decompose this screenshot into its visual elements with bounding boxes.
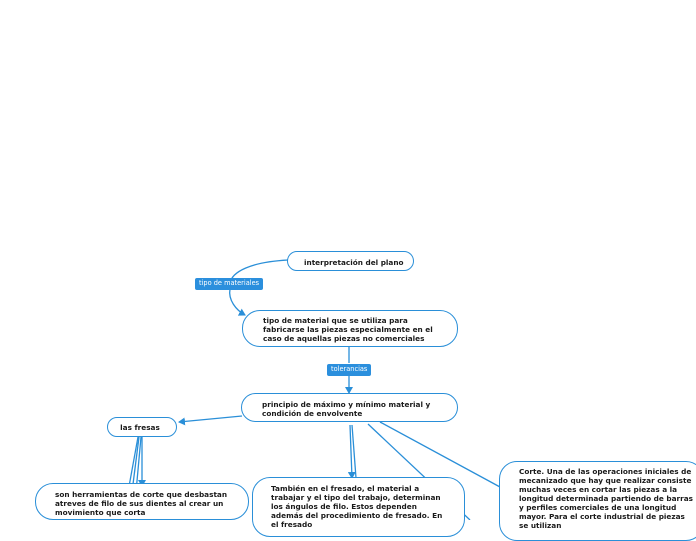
fresado-node[interactable]: También en el fresado, el material a tra… [252, 477, 465, 537]
tolerancias-label[interactable]: tolerancias [327, 364, 372, 376]
fresas-text: las fresas [120, 423, 160, 432]
connector-principio-to-fresado-1 [347, 424, 356, 479]
herramientas-text: son herramientas de corte que desbastan … [55, 490, 228, 517]
interpretacion-text: interpretación del plano [304, 258, 404, 267]
herramientas-node[interactable]: son herramientas de corte que desbastan … [35, 483, 249, 520]
connector-fresas-to-herramientas-1 [127, 436, 139, 493]
corte-node[interactable]: Corte. Una de las operaciones iniciales … [499, 461, 696, 541]
connector-label-to-tipo-material [229, 288, 246, 316]
principio-node[interactable]: principio de máximo y mínimo material y … [241, 393, 458, 422]
tipo-material-text: tipo de material que se utiliza para fab… [263, 316, 433, 343]
connector-fresas-to-herramientas-3 [135, 436, 142, 493]
tipo-materiales-label[interactable]: tipo de materiales [195, 278, 264, 290]
fresado-text: También en el fresado, el material a tra… [271, 484, 443, 529]
fresas-node[interactable]: las fresas [107, 417, 177, 437]
connector-fresas-to-herramientas-2 [131, 436, 140, 493]
connector-principio-to-fresas [178, 415, 243, 426]
connector-principio-to-fresado-2 [351, 424, 357, 479]
connector-principio-to-corte [379, 421, 501, 488]
corte-text: Corte. Una de las operaciones iniciales … [519, 467, 693, 530]
tipo-material-node[interactable]: tipo de material que se utiliza para fab… [242, 310, 458, 347]
interpretacion-node[interactable]: interpretación del plano [287, 251, 414, 271]
principio-text: principio de máximo y mínimo material y … [262, 400, 431, 418]
